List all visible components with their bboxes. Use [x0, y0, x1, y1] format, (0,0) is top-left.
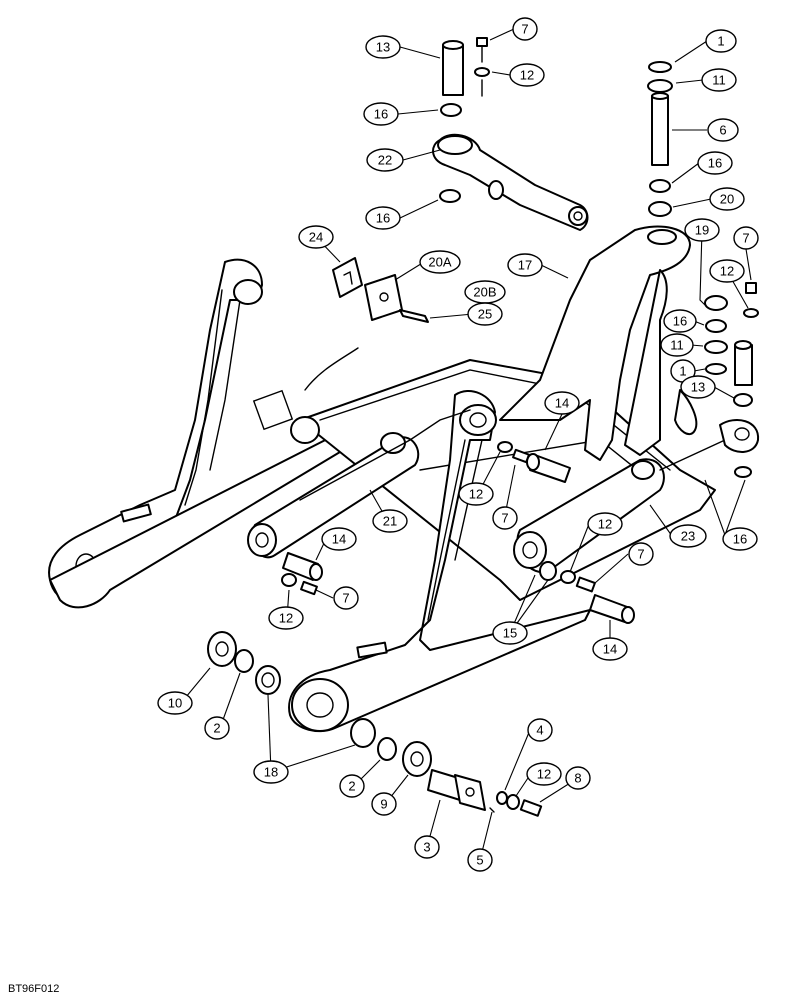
- callout: 18: [253, 760, 289, 784]
- svg-text:21: 21: [383, 514, 397, 529]
- svg-text:25: 25: [478, 307, 492, 322]
- svg-text:18: 18: [264, 765, 278, 780]
- svg-text:11: 11: [670, 338, 684, 353]
- svg-text:2: 2: [213, 721, 220, 736]
- svg-text:6: 6: [719, 123, 726, 138]
- callout: 13: [680, 375, 716, 399]
- svg-text:16: 16: [374, 107, 388, 122]
- callout: 20B: [464, 280, 506, 304]
- callout: 20: [709, 187, 745, 211]
- svg-text:22: 22: [378, 153, 392, 168]
- callout: 16: [697, 151, 733, 175]
- callout: 7: [333, 586, 359, 610]
- svg-text:11: 11: [712, 73, 726, 88]
- callout: 12: [268, 606, 304, 630]
- callout: 7: [628, 542, 654, 566]
- svg-text:13: 13: [376, 40, 390, 55]
- svg-text:16: 16: [376, 211, 390, 226]
- callout: 14: [321, 527, 357, 551]
- callout: 23: [669, 524, 707, 548]
- callouts: 1 11 6 16 20 7 12 13 16 22 16 24 20A 17 …: [157, 17, 759, 872]
- svg-text:1: 1: [679, 364, 686, 379]
- svg-text:24: 24: [309, 230, 323, 245]
- svg-text:8: 8: [574, 771, 581, 786]
- left-cylinder: [247, 409, 471, 559]
- callout: 10: [157, 691, 193, 715]
- callout: 4: [527, 718, 553, 742]
- callout: 12: [709, 259, 745, 283]
- svg-text:12: 12: [279, 611, 293, 626]
- callout: 16: [363, 102, 399, 126]
- callout: 6: [707, 118, 739, 142]
- callout: 14: [544, 391, 580, 415]
- callout: 7: [492, 506, 518, 530]
- svg-text:7: 7: [637, 547, 644, 562]
- svg-text:1: 1: [717, 34, 724, 49]
- callout: 3: [414, 835, 440, 859]
- callout: 2: [339, 774, 365, 798]
- svg-text:12: 12: [598, 517, 612, 532]
- callout: 9: [371, 792, 397, 816]
- callout: 1: [705, 29, 737, 53]
- svg-text:12: 12: [720, 264, 734, 279]
- callout: 7: [733, 226, 759, 250]
- svg-text:15: 15: [503, 626, 517, 641]
- callout: 5: [467, 848, 493, 872]
- callout: 24: [298, 225, 334, 249]
- svg-text:12: 12: [520, 68, 534, 83]
- svg-text:16: 16: [708, 156, 722, 171]
- svg-text:20: 20: [720, 192, 734, 207]
- svg-text:7: 7: [742, 231, 749, 246]
- callout: 14: [592, 637, 628, 661]
- svg-text:12: 12: [537, 767, 551, 782]
- callout: 16: [365, 206, 401, 230]
- callout: 13: [365, 35, 401, 59]
- callout: 16: [722, 527, 758, 551]
- callout: 11: [701, 68, 737, 92]
- svg-text:14: 14: [332, 532, 346, 547]
- svg-text:10: 10: [168, 696, 182, 711]
- pins-and-hardware: [207, 37, 759, 817]
- callout: 17: [507, 253, 543, 277]
- callout: 7: [512, 17, 538, 41]
- svg-text:19: 19: [695, 223, 709, 238]
- callout: 11: [660, 333, 694, 357]
- callout: 12: [509, 63, 545, 87]
- figure-code: BT96F012: [8, 983, 59, 995]
- callout: 12: [587, 512, 623, 536]
- svg-text:14: 14: [603, 642, 617, 657]
- svg-text:16: 16: [673, 314, 687, 329]
- svg-text:3: 3: [423, 840, 430, 855]
- callout: 20A: [419, 250, 461, 274]
- svg-text:7: 7: [521, 22, 528, 37]
- callout: 15: [492, 621, 528, 645]
- svg-text:20B: 20B: [473, 285, 496, 300]
- left-lift-arm: [48, 258, 361, 609]
- svg-text:16: 16: [733, 532, 747, 547]
- callout: 22: [366, 148, 404, 172]
- callout: 12: [526, 762, 562, 786]
- callout: 12: [458, 482, 494, 506]
- svg-text:5: 5: [476, 853, 483, 868]
- callout: 19: [684, 218, 720, 242]
- svg-text:14: 14: [555, 396, 569, 411]
- callout: 16: [663, 309, 697, 333]
- callout: 1: [670, 359, 696, 383]
- svg-text:7: 7: [342, 591, 349, 606]
- callout: 25: [467, 302, 503, 326]
- callout: 2: [204, 716, 230, 740]
- svg-text:2: 2: [348, 779, 355, 794]
- callout: 21: [372, 509, 408, 533]
- top-cylinder: [432, 133, 589, 231]
- callout: 8: [565, 766, 591, 790]
- svg-text:7: 7: [501, 511, 508, 526]
- svg-text:20A: 20A: [428, 255, 451, 270]
- svg-text:4: 4: [536, 723, 543, 738]
- svg-text:17: 17: [518, 258, 532, 273]
- svg-text:9: 9: [380, 797, 387, 812]
- svg-text:12: 12: [469, 487, 483, 502]
- svg-text:23: 23: [681, 529, 695, 544]
- svg-text:13: 13: [691, 380, 705, 395]
